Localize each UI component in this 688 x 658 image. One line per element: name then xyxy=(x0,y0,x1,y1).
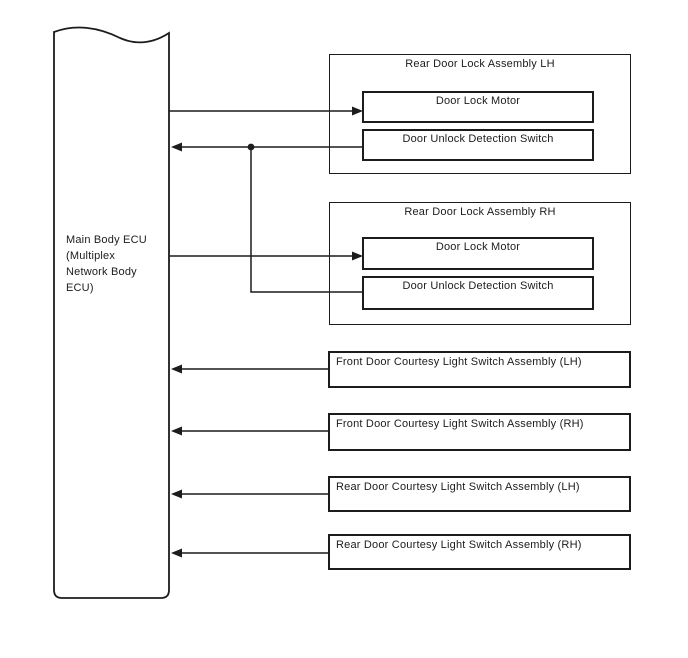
component-box-door-lock-motor: Door Lock Motor xyxy=(362,91,594,123)
switch-label: Front Door Courtesy Light Switch Assembl… xyxy=(336,356,582,368)
arrow-left-rear-courtesy-lh-icon xyxy=(171,489,182,499)
component-label: Door Unlock Detection Switch xyxy=(402,280,554,292)
component-label: Door Lock Motor xyxy=(435,95,521,107)
box-rear-door-courtesy-light-switch-rh: Rear Door Courtesy Light Switch Assembly… xyxy=(328,534,631,570)
arrow-right-motor-rh-icon xyxy=(352,251,363,261)
switch-label: Front Door Courtesy Light Switch Assembl… xyxy=(336,418,584,430)
arrow-left-rear-courtesy-rh-icon xyxy=(171,548,182,558)
arrow-left-front-courtesy-lh-icon xyxy=(171,364,182,374)
arrow-right-motor-lh-icon xyxy=(352,106,363,116)
assembly-title: Rear Door Lock Assembly LH xyxy=(405,58,555,70)
component-label: Door Unlock Detection Switch xyxy=(402,133,554,145)
component-box-door-unlock-detection-switch: Door Unlock Detection Switch xyxy=(362,129,594,161)
assembly-box-rear-door-lock-lh: Rear Door Lock Assembly LH Door Lock Mot… xyxy=(329,54,631,174)
arrow-left-switch-lh-icon xyxy=(171,142,182,152)
arrow-left-front-courtesy-rh-icon xyxy=(171,426,182,436)
component-box-door-lock-motor: Door Lock Motor xyxy=(362,237,594,270)
assembly-title: Rear Door Lock Assembly RH xyxy=(404,206,556,218)
wire-switch-branch xyxy=(250,147,363,293)
ecu-outline xyxy=(53,26,170,599)
assembly-box-rear-door-lock-rh: Rear Door Lock Assembly RH Door Lock Mot… xyxy=(329,202,631,325)
component-label: Door Lock Motor xyxy=(435,241,521,253)
switch-label: Rear Door Courtesy Light Switch Assembly… xyxy=(336,539,582,551)
box-front-door-courtesy-light-switch-lh: Front Door Courtesy Light Switch Assembl… xyxy=(328,351,631,388)
ecu-label: Main Body ECU (Multiplex Network Body EC… xyxy=(66,234,147,294)
box-rear-door-courtesy-light-switch-lh: Rear Door Courtesy Light Switch Assembly… xyxy=(328,476,631,512)
box-front-door-courtesy-light-switch-rh: Front Door Courtesy Light Switch Assembl… xyxy=(328,413,631,451)
component-box-door-unlock-detection-switch: Door Unlock Detection Switch xyxy=(362,276,594,310)
switch-label: Rear Door Courtesy Light Switch Assembly… xyxy=(336,481,580,493)
